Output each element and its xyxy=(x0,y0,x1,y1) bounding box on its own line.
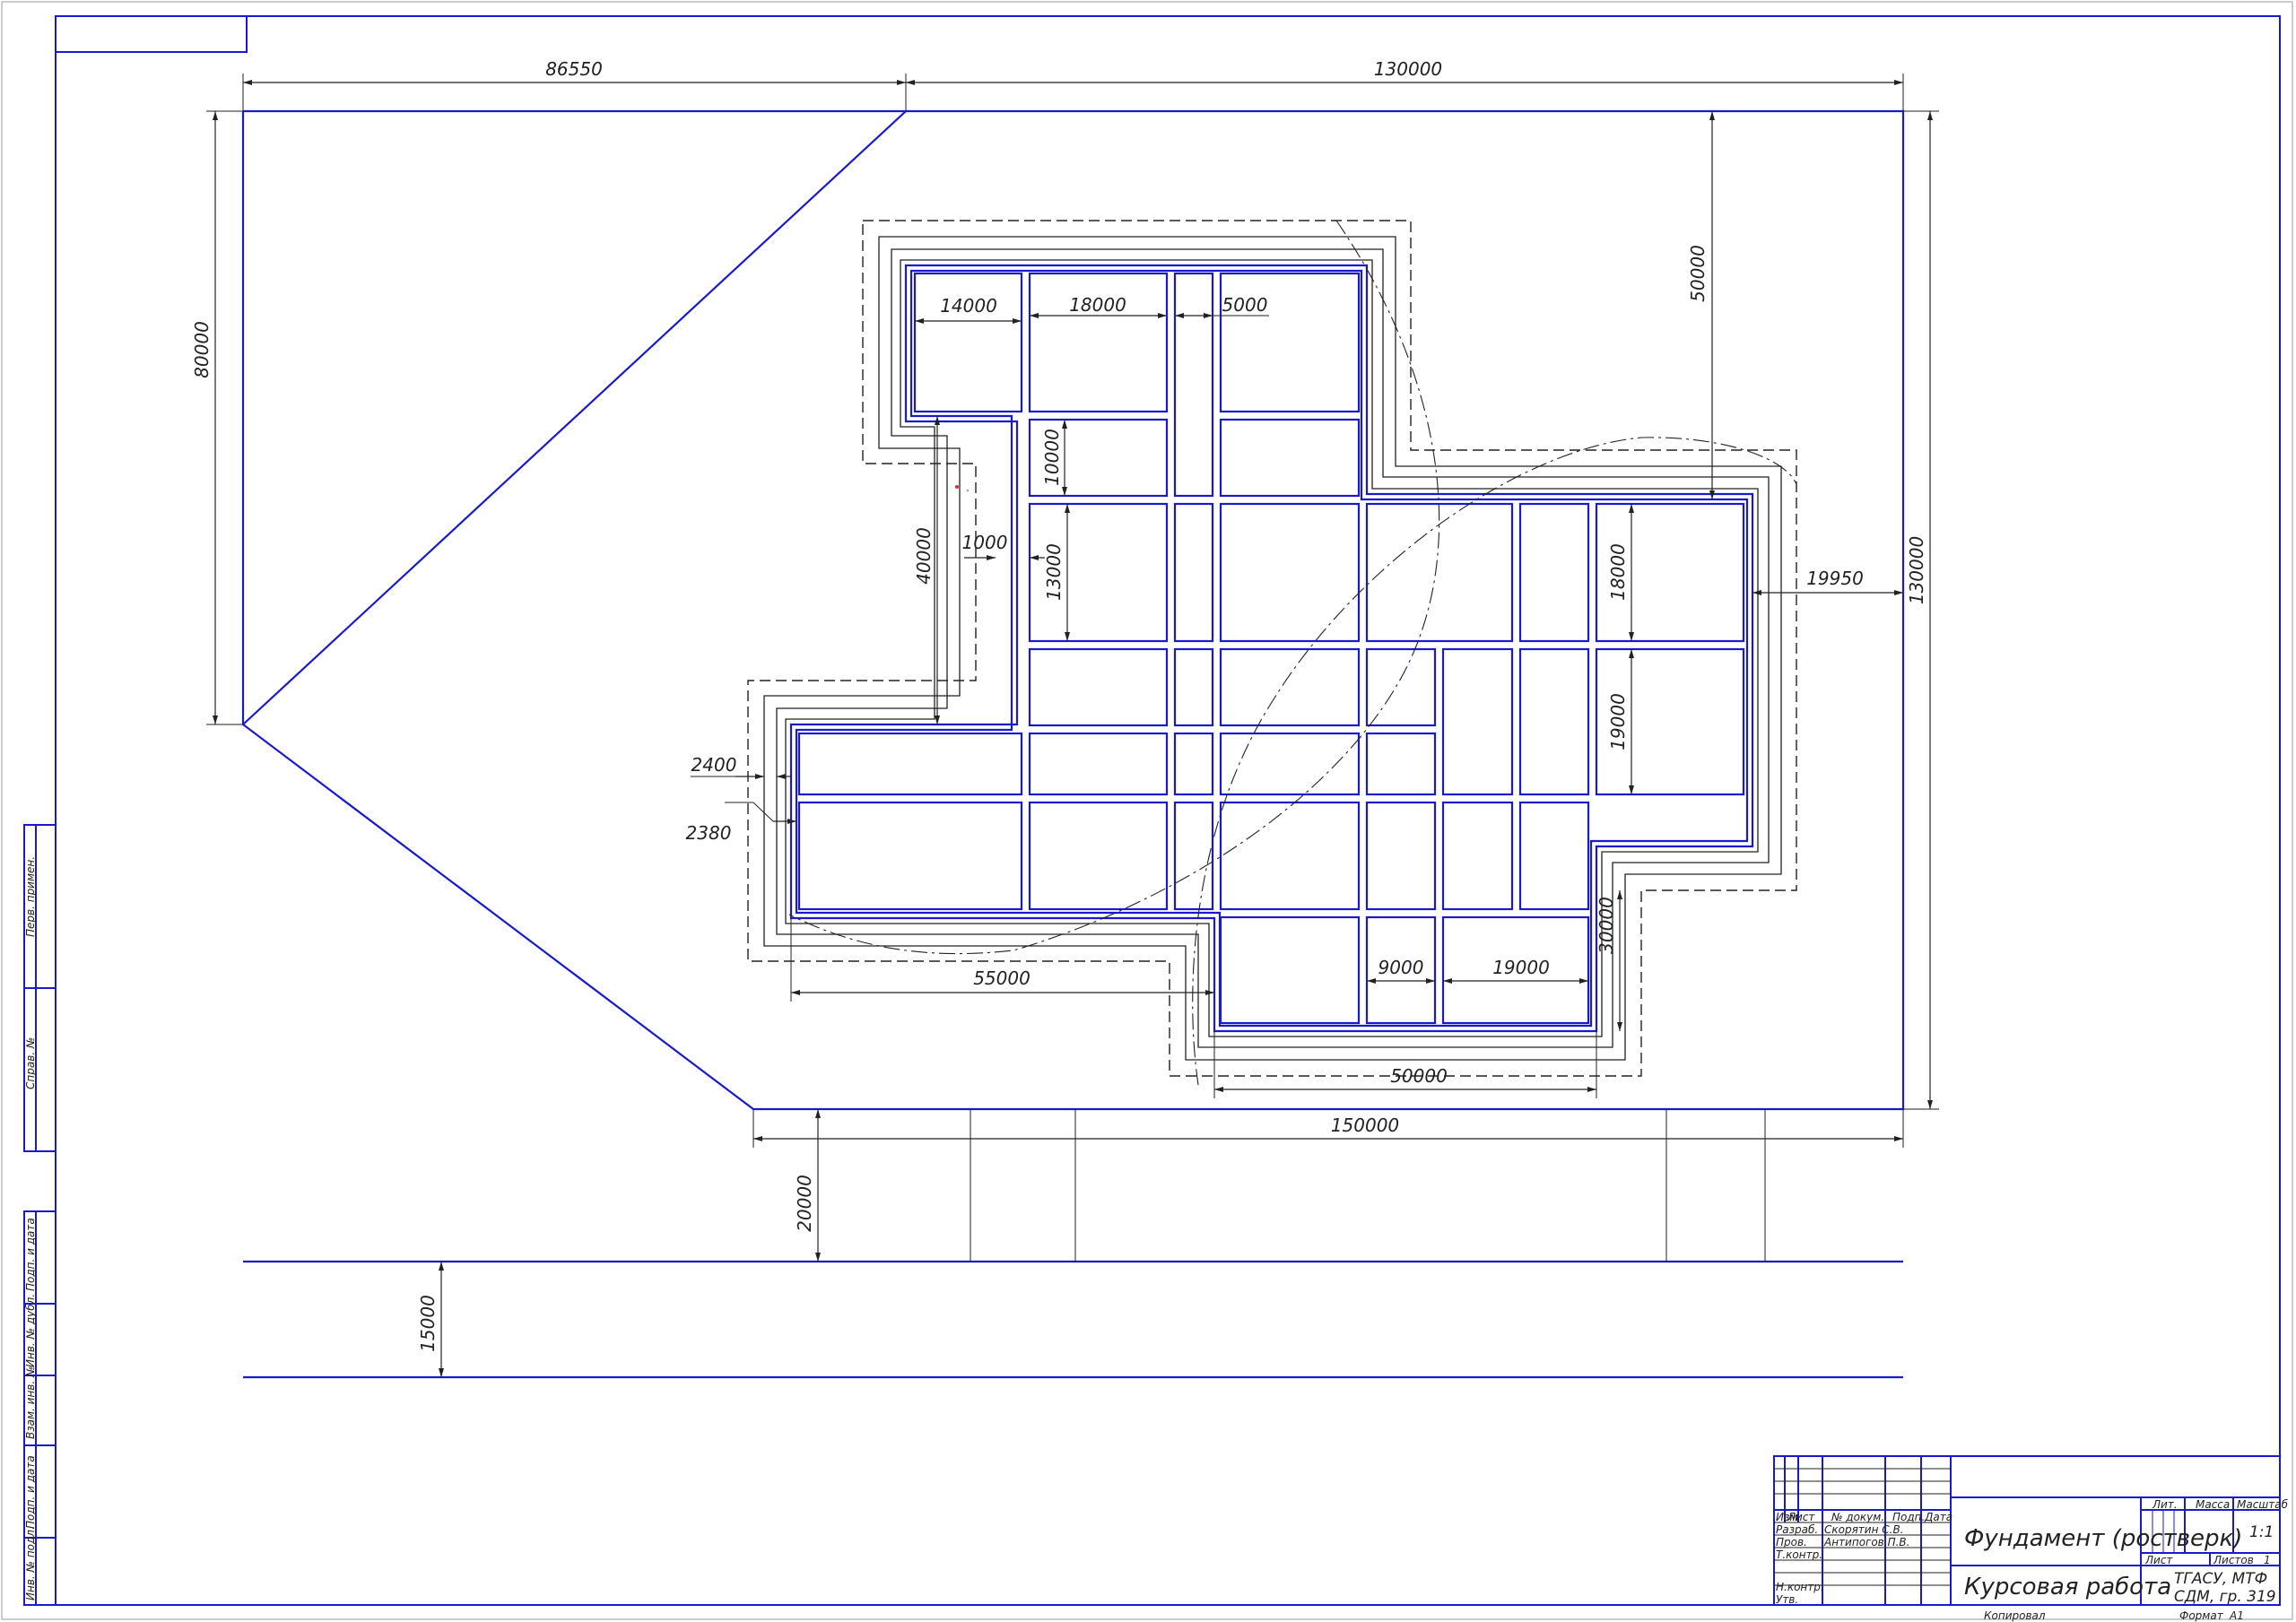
marker-points xyxy=(955,485,970,492)
tb-hdr-podp: Подп. xyxy=(1892,1511,1925,1523)
tb-razrab-name: Скорятин С.В. xyxy=(1824,1523,1904,1536)
dim-15000: 15000 xyxy=(417,1295,439,1352)
dim-9000: 9000 xyxy=(1378,957,1424,978)
dim-86550: 86550 xyxy=(545,58,603,80)
side-vzam-inv: Взам. инв. № xyxy=(24,1366,37,1439)
side-perv-primen: Перв. примен. xyxy=(24,856,37,937)
tb-org-line1: ТГАСУ, МТФ xyxy=(2174,1570,2267,1588)
dim-80000: 80000 xyxy=(191,321,213,378)
excavation-outline xyxy=(747,220,1797,1077)
tb-prov-label: Пров. xyxy=(1776,1536,1807,1548)
tb-format-value: А1 xyxy=(2229,1609,2244,1622)
zone-arcs xyxy=(788,220,1797,1086)
dim-19950: 19950 xyxy=(1806,568,1864,589)
title-block-rows xyxy=(1774,1468,1951,1586)
tb-org-line2: СДМ, гр. 319 xyxy=(2174,1588,2276,1606)
dim-14000: 14000 xyxy=(940,295,997,317)
dim-18000-v: 18000 xyxy=(1607,543,1629,601)
tb-format-label: Формат xyxy=(2179,1609,2224,1622)
side-podp-data-2: Подп. и дата xyxy=(24,1455,37,1529)
dim-30000: 30000 xyxy=(1596,897,1617,954)
dim-130000-top: 130000 xyxy=(1374,58,1442,80)
tb-razrab-label: Разраб. xyxy=(1776,1523,1818,1536)
dim-50000-top: 50000 xyxy=(1687,245,1709,302)
tb-tkontr-label: Т.контр. xyxy=(1776,1548,1822,1561)
dim-2380: 2380 xyxy=(686,822,732,844)
tb-massa-label: Масса xyxy=(2196,1498,2230,1511)
dim-2400: 2400 xyxy=(691,754,737,776)
dim-1000: 1000 xyxy=(962,532,1008,553)
side-inv-podl: Инв. № подл. xyxy=(24,1526,37,1600)
tb-sheets-value: 1 xyxy=(2264,1554,2271,1566)
side-sprav-no: Справ. № xyxy=(24,1037,37,1089)
dim-19000: 19000 xyxy=(1492,957,1550,978)
dim-130000-right: 130000 xyxy=(1906,536,1927,604)
dimension-lines xyxy=(206,74,1939,1377)
dim-50000-bottom: 50000 xyxy=(1390,1065,1448,1087)
tb-hdr-list: Лист xyxy=(1787,1511,1815,1523)
dim-55000: 55000 xyxy=(973,967,1031,989)
tb-sheet-label: Лист xyxy=(2144,1554,2173,1566)
tb-scale-value: 1:1 xyxy=(2249,1523,2274,1541)
dim-18000: 18000 xyxy=(1069,294,1126,316)
tb-utv-label: Утв. xyxy=(1776,1593,1798,1606)
dimension-labels: 86550 130000 80000 130000 50000 14000 18… xyxy=(191,58,1927,1352)
tb-hdr-izm: Изм xyxy=(1776,1511,1797,1523)
dim-10000: 10000 xyxy=(1041,429,1063,486)
dim-150000: 150000 xyxy=(1331,1115,1399,1136)
side-podp-data-1: Подп. и дата xyxy=(24,1218,37,1291)
side-stamp: Перв. примен. Справ. № Подп. и дата Инв.… xyxy=(23,824,57,1606)
tb-masshtab-label: Масштаб xyxy=(2237,1498,2289,1511)
tb-prov-name: Антипогов П.В. xyxy=(1823,1536,1909,1548)
tb-nkontr-label: Н.контр. xyxy=(1776,1581,1824,1593)
tb-sheets-label: Листов xyxy=(2213,1554,2254,1566)
tb-kopiroval: Копировал xyxy=(1984,1609,2046,1622)
dim-13000: 13000 xyxy=(1043,543,1065,601)
title-block-text: Изм Лист № докум. Подп. Дата Разраб. Ско… xyxy=(1776,1498,2289,1622)
tb-work-type: Курсовая работа xyxy=(1964,1574,2171,1600)
tb-hdr-doc: № докум. xyxy=(1831,1511,1884,1523)
dim-20000: 20000 xyxy=(794,1175,815,1232)
side-inv-dubl: Инв. № дубл. xyxy=(24,1294,37,1367)
tb-lit-label: Лит. xyxy=(2152,1498,2178,1511)
dim-40000: 40000 xyxy=(913,527,935,585)
dim-5000: 5000 xyxy=(1222,294,1268,316)
tb-doc-title: Фундамент (ростверк) xyxy=(1964,1525,2242,1552)
grillage-cells xyxy=(797,272,1745,1025)
site-outline xyxy=(241,109,1905,1379)
tb-hdr-data: Дата xyxy=(1924,1511,1952,1523)
dim-19000-v: 19000 xyxy=(1607,693,1629,750)
